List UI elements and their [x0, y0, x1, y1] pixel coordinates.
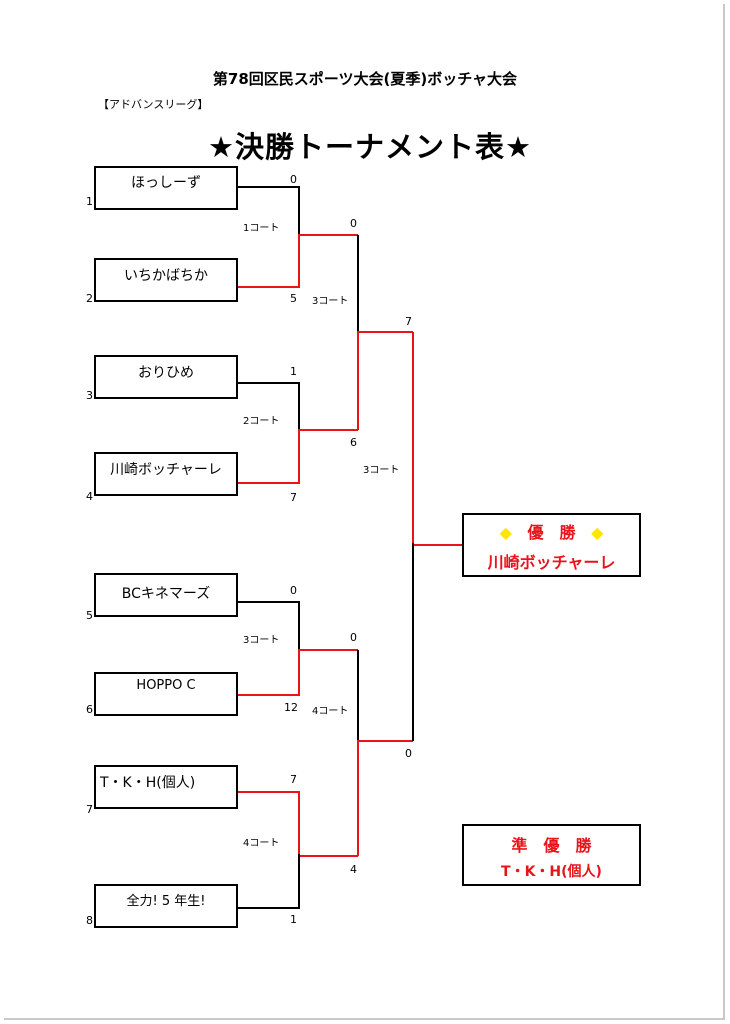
- score: 0: [290, 173, 297, 186]
- team-box-6: HOPPO C: [94, 672, 238, 716]
- score: 12: [284, 701, 298, 714]
- score: 1: [290, 365, 297, 378]
- r1m2-bottom-line: [238, 429, 358, 484]
- court-label: 3コート: [363, 465, 400, 476]
- tournament-heading: ★決勝トーナメント表★: [208, 130, 532, 164]
- seed-number: 8: [86, 914, 93, 927]
- score: 7: [290, 491, 297, 504]
- r1m3-bottom-line: [238, 649, 358, 696]
- score: 0: [350, 631, 357, 644]
- team-name: 川崎ボッチャーレ: [110, 462, 222, 478]
- runner-up-label: 準 優 勝: [511, 836, 592, 855]
- r1m4-bottom-line: [238, 854, 300, 909]
- r1m4-top-line: [238, 791, 358, 857]
- team-name: いちかばちか: [124, 268, 208, 284]
- court-label: 4コート: [243, 838, 280, 849]
- team-box-8: 全力! 5 年生!: [94, 884, 238, 928]
- team-name: T・K・H(個人): [100, 775, 196, 791]
- runner-up-name: T・K・H(個人): [501, 864, 602, 880]
- team-box-7: T・K・H(個人): [94, 765, 238, 809]
- team-name: ほっしーず: [131, 175, 201, 191]
- score: 0: [290, 584, 297, 597]
- court-label: 4コート: [312, 706, 349, 717]
- team-box-1: ほっしーず: [94, 166, 238, 210]
- seed-number: 7: [86, 803, 93, 816]
- seed-number: 6: [86, 703, 93, 716]
- team-box-3: おりひめ: [94, 355, 238, 399]
- runner-up-box: 準 優 勝 T・K・H(個人): [462, 824, 641, 886]
- court-label: 3コート: [312, 296, 349, 307]
- team-box-4: 川崎ボッチャーレ: [94, 452, 238, 496]
- page-title: 第78回区民スポーツ大会(夏季)ボッチャ大会: [212, 70, 518, 88]
- team-name: おりひめ: [138, 365, 194, 381]
- r1m1-top-line: [238, 186, 300, 237]
- score: 6: [350, 436, 357, 449]
- r1m1-bottom-line: [238, 234, 358, 288]
- diamond-icon: ◆: [499, 523, 512, 542]
- team-name: HOPPO C: [136, 678, 196, 693]
- court-label: 2コート: [243, 416, 280, 427]
- seed-number: 2: [86, 292, 93, 305]
- score: 7: [405, 315, 412, 328]
- score: 5: [290, 292, 297, 305]
- team-box-2: いちかばちか: [94, 258, 238, 302]
- team-box-5: BCキネマーズ: [94, 573, 238, 617]
- winner-name: 川崎ボッチャーレ: [487, 553, 616, 572]
- score: 4: [350, 863, 357, 876]
- sf2-bottom-line: [357, 740, 413, 856]
- score: 1: [290, 913, 297, 926]
- seed-number: 5: [86, 609, 93, 622]
- score: 7: [290, 773, 297, 786]
- court-label: 1コート: [243, 223, 280, 234]
- seed-number: 3: [86, 389, 93, 402]
- sf1-bottom-line: [357, 331, 413, 430]
- league-label: 【アドバンスリーグ】: [98, 98, 209, 111]
- team-name: BCキネマーズ: [121, 586, 211, 602]
- seed-number: 1: [86, 195, 93, 208]
- score: 0: [405, 747, 412, 760]
- team-name: 全力! 5 年生!: [126, 894, 206, 909]
- r1m2-top-line: [238, 382, 300, 432]
- winner-label-row: ◆ 優 勝 ◆: [464, 519, 639, 543]
- court-label: 3コート: [243, 635, 280, 646]
- diamond-icon: ◆: [591, 523, 604, 542]
- final-top-line: [412, 332, 462, 546]
- winner-label: 優 勝: [527, 523, 576, 542]
- r1m3-top-line: [238, 601, 300, 651]
- winner-box: ◆ 優 勝 ◆ 川崎ボッチャーレ: [462, 513, 641, 577]
- score: 0: [350, 217, 357, 230]
- seed-number: 4: [86, 490, 93, 503]
